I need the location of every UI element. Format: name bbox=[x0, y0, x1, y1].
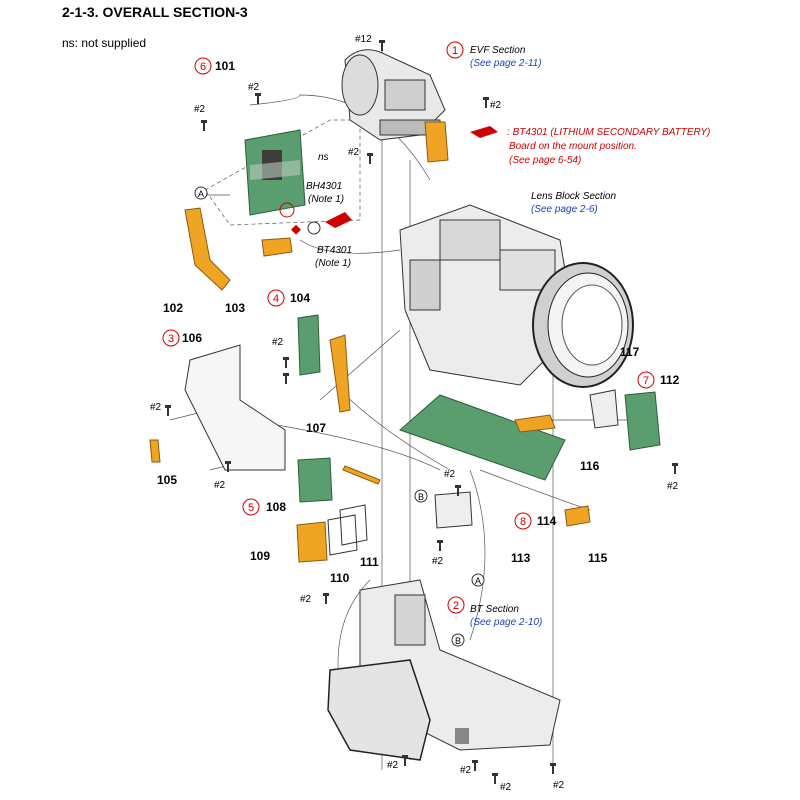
not-supplied-note: ns: not supplied bbox=[62, 36, 147, 50]
circled-refs: 6 3 4 5 7 8 1 2 bbox=[162, 41, 655, 614]
screw-label: #2 bbox=[387, 760, 399, 771]
page-title: 2-1-3. OVERALL SECTION-3 bbox=[62, 4, 248, 20]
part-label-103: 103 bbox=[225, 301, 245, 315]
part-label-114: 114 bbox=[537, 514, 557, 528]
battery-note-line1: : BT4301 (LITHIUM SECONDARY BATTERY) bbox=[507, 127, 710, 138]
board-101 bbox=[244, 129, 306, 216]
bt4301-label: BT4301 bbox=[317, 245, 352, 256]
ref-5: 5 bbox=[248, 502, 254, 514]
flex-107 bbox=[329, 334, 351, 413]
board-108 bbox=[297, 457, 333, 503]
part-label-106: 106 bbox=[182, 331, 202, 345]
screw-label: #2 bbox=[194, 104, 206, 115]
flex-103 bbox=[261, 237, 293, 257]
flex-116 bbox=[514, 414, 556, 433]
ref-2: 2 bbox=[453, 600, 459, 612]
connector-b: B bbox=[418, 492, 424, 502]
ref-1: 1 bbox=[452, 45, 458, 57]
part-label-112: 112 bbox=[660, 373, 680, 387]
screw-label: #2 bbox=[348, 147, 360, 158]
battery-pointer-icon bbox=[470, 126, 498, 138]
bracket-117 bbox=[589, 389, 619, 429]
evf-assembly bbox=[341, 49, 449, 163]
part-label-116: 116 bbox=[580, 459, 600, 473]
part-label-104: 104 bbox=[290, 291, 310, 305]
screw-label: #2 bbox=[432, 556, 444, 567]
connector-markers: A A B B bbox=[194, 186, 485, 647]
battery-note-line3: (See page 6-54) bbox=[509, 155, 581, 166]
ref-8: 8 bbox=[520, 516, 526, 528]
lens-section-label: Lens Block Section bbox=[531, 191, 616, 202]
bh4301-note: (Note 1) bbox=[308, 194, 344, 205]
ref-3: 3 bbox=[168, 333, 174, 345]
part-112 bbox=[624, 391, 661, 451]
part-label-113: 113 bbox=[511, 551, 531, 565]
screw-label: #2 bbox=[272, 337, 284, 348]
flex-102 bbox=[184, 207, 231, 291]
ref-6: 6 bbox=[200, 61, 206, 73]
bt-section-label: BT Section bbox=[470, 604, 519, 615]
bt-section-link[interactable]: (See page 2-10) bbox=[470, 617, 542, 628]
part-label-101: 101 bbox=[215, 59, 235, 73]
screw-label: #2 bbox=[553, 780, 565, 791]
part-label-110: 110 bbox=[330, 571, 350, 585]
frame-106 bbox=[184, 344, 286, 471]
screw-label: #2 bbox=[667, 481, 679, 492]
part-label-109: 109 bbox=[250, 549, 270, 563]
part-label-102: 102 bbox=[163, 301, 183, 315]
screw-label: #2 bbox=[300, 594, 312, 605]
screw-label-12: #12 bbox=[355, 34, 372, 45]
bt4301-note: (Note 1) bbox=[315, 258, 351, 269]
board-104 bbox=[297, 314, 321, 376]
connector-a: A bbox=[198, 189, 204, 199]
part-label-105: 105 bbox=[157, 473, 177, 487]
part-label-117: 117 bbox=[620, 345, 640, 359]
part-105 bbox=[149, 439, 161, 463]
part-label-107: 107 bbox=[306, 421, 326, 435]
battery-note-line2: Board on the mount position. bbox=[509, 141, 637, 152]
screw-label: #2 bbox=[214, 480, 226, 491]
bh4301-label: BH4301 bbox=[306, 181, 342, 192]
main-board-114 bbox=[399, 394, 566, 481]
bt-assembly bbox=[327, 579, 561, 761]
evf-section-link[interactable]: (See page 2-11) bbox=[470, 58, 542, 69]
part-label-111: 111 bbox=[360, 555, 379, 569]
part-109 bbox=[296, 521, 328, 563]
part-115 bbox=[564, 505, 591, 527]
connector-a: A bbox=[475, 576, 481, 586]
connector-b: B bbox=[455, 636, 461, 646]
screw-label: #2 bbox=[490, 100, 502, 111]
screw-label: #2 bbox=[460, 765, 472, 776]
ref-4: 4 bbox=[273, 293, 279, 305]
part-label-108: 108 bbox=[266, 500, 286, 514]
part-label-115: 115 bbox=[588, 551, 608, 565]
screw-label: #2 bbox=[150, 402, 162, 413]
ref-7: 7 bbox=[643, 375, 649, 387]
screw-label: #2 bbox=[248, 82, 260, 93]
screw-label: #2 bbox=[444, 469, 456, 480]
part-113 bbox=[434, 491, 473, 529]
evf-section-label: EVF Section bbox=[470, 45, 526, 56]
lens-section-link[interactable]: (See page 2-6) bbox=[531, 204, 598, 215]
screw-label: #2 bbox=[500, 782, 512, 793]
lens-block bbox=[399, 204, 634, 388]
ns-label: ns bbox=[318, 152, 329, 163]
